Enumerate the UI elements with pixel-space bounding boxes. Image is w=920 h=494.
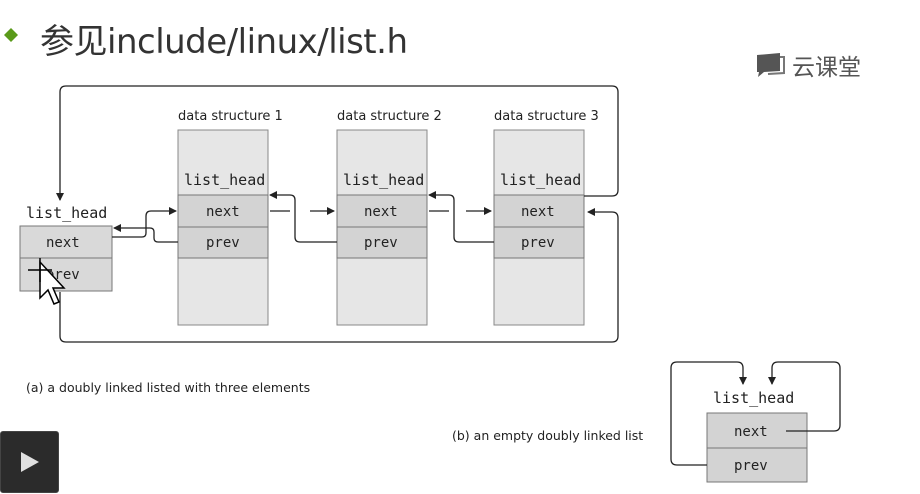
outer-bottom-loop-arrow (59, 208, 619, 343)
play-icon (21, 452, 39, 472)
ds2-prev-arrow (269, 191, 337, 243)
ds3-prev-arrow (428, 191, 494, 243)
data-structure-2: data structure 2 list_head next prev (336, 109, 442, 326)
structure-3-head-label: list_head (500, 171, 581, 189)
empty-head-label: list_head (713, 389, 794, 407)
empty-list-diagram: list_head next prev (670, 361, 841, 483)
data-structure-1: data structure 1 list_head next prev (177, 109, 283, 326)
empty-prev-cell (706, 447, 808, 483)
structure-3-next-cell (493, 194, 585, 228)
logo: 云课堂 (754, 48, 861, 82)
caption-b: (b) an empty doubly linked list (452, 428, 643, 443)
structure-1-title: data structure 1 (178, 109, 283, 124)
standalone-head-label: list_head (26, 204, 107, 222)
play-button[interactable] (0, 431, 59, 493)
cloud-classroom-icon (757, 53, 785, 77)
data-structure-3: data structure 3 list_head next prev (493, 109, 599, 326)
structure-1-prev-label: prev (206, 235, 240, 251)
structure-1-prev-cell (177, 226, 269, 259)
standalone-next-label: next (46, 235, 80, 251)
ds1-prev-arrow (113, 224, 178, 243)
caption-a: (a) a doubly linked listed with three el… (26, 380, 310, 395)
structure-1-next-cell (177, 194, 269, 228)
mouse-cursor-icon (28, 258, 66, 305)
slide-title: 参见include/linux/list.h (40, 22, 408, 62)
structure-1-next-label: next (206, 204, 240, 220)
structure-3-next-label: next (521, 204, 555, 220)
logo-text: 云课堂 (792, 55, 861, 81)
diamond-bullet-icon (4, 28, 18, 42)
standalone-list-head: list_head next prev (19, 204, 113, 292)
structure-2-prev-cell (336, 226, 428, 259)
empty-next-loop-arrow (768, 361, 841, 432)
structure-2-next-cell (336, 194, 428, 228)
structure-3-title: data structure 3 (494, 109, 599, 124)
empty-next-label: next (734, 424, 768, 440)
structure-1-head-label: list_head (184, 171, 265, 189)
head-next-arrow (112, 207, 177, 238)
structure-3-prev-cell (493, 226, 585, 259)
structure-2-head-label: list_head (343, 171, 424, 189)
empty-prev-loop-arrow (670, 361, 747, 466)
list-links (56, 85, 619, 343)
standalone-prev-cell (19, 257, 113, 292)
empty-prev-label: prev (734, 458, 768, 474)
structure-2-title: data structure 2 (337, 109, 442, 124)
structure-2-next-label: next (364, 204, 398, 220)
outer-top-loop-arrow (56, 85, 619, 201)
standalone-next-cell (19, 225, 113, 259)
structure-3-prev-label: prev (521, 235, 555, 251)
structure-2-prev-label: prev (364, 235, 398, 251)
